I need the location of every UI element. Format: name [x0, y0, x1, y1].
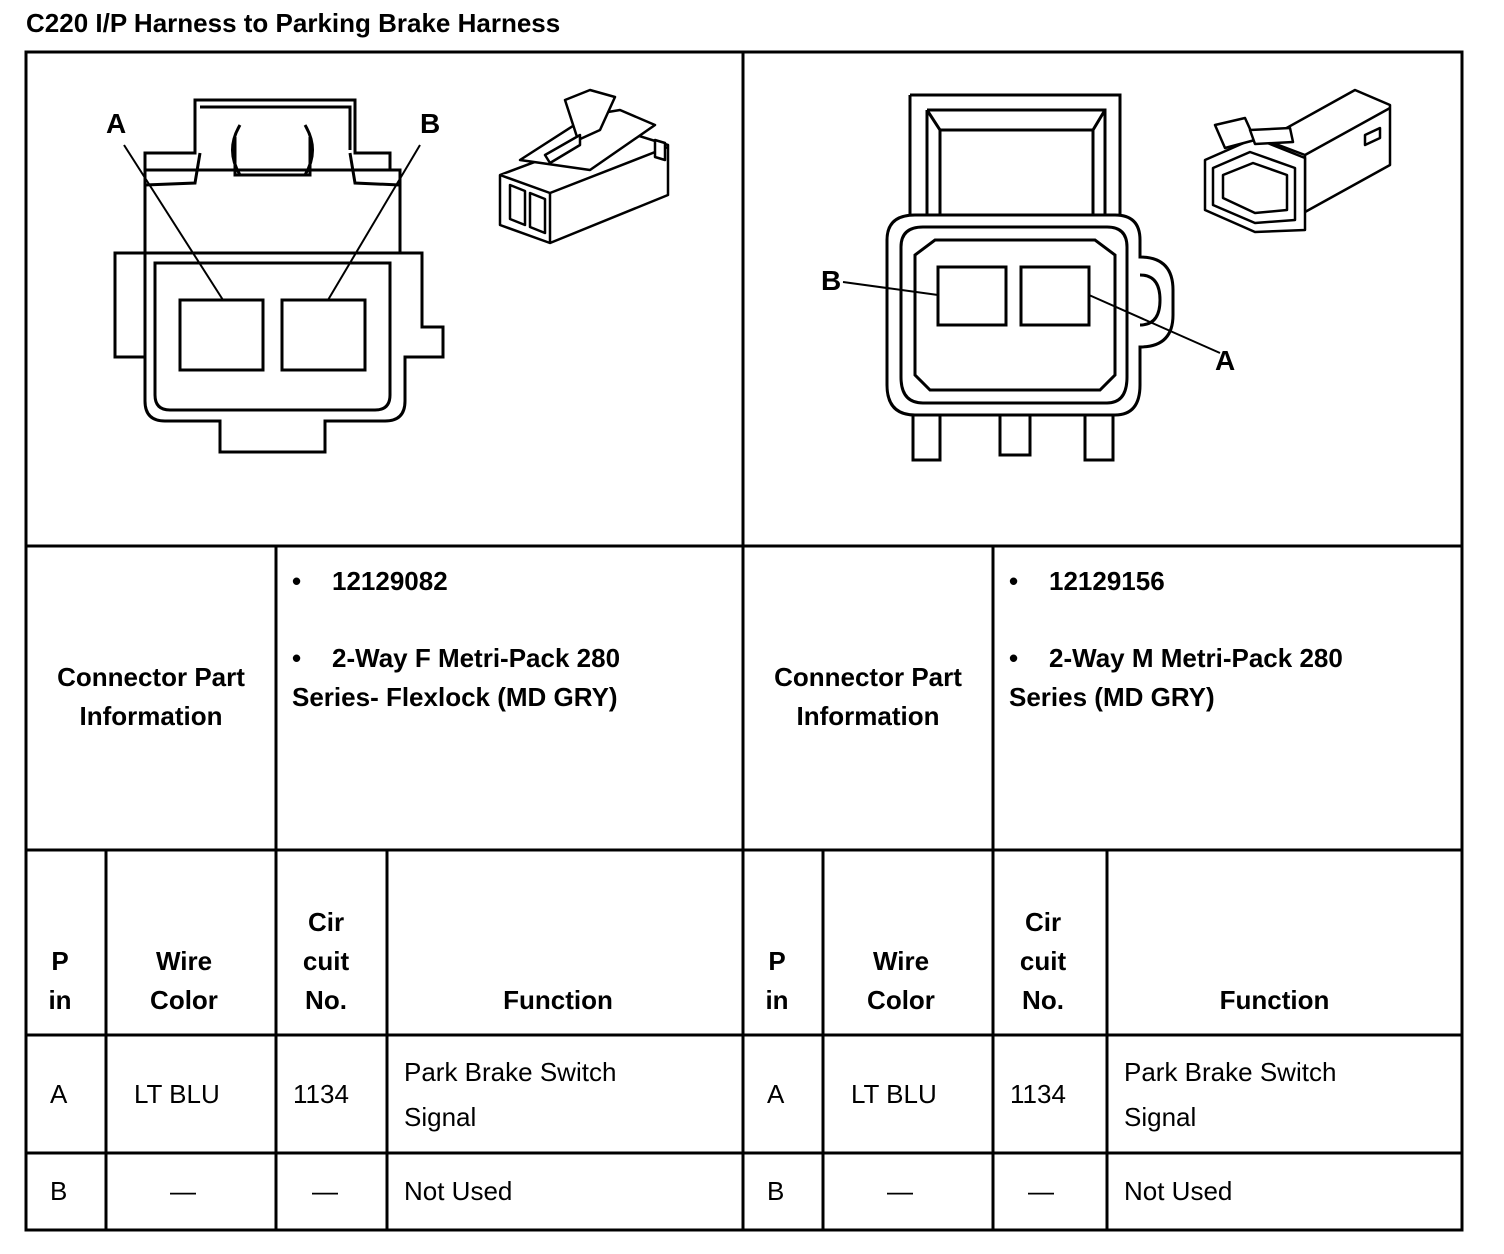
header-wire-color-right: Wire Color — [823, 942, 979, 1020]
header-pin-line1: P — [768, 946, 786, 976]
row-a-wire-right: LT BLU — [851, 1079, 937, 1109]
header-circuit-right: Cir cuit No. — [993, 903, 1093, 1020]
header-pin-line2: in — [765, 985, 789, 1015]
row-b-function-right: Not Used — [1124, 1176, 1233, 1206]
row-a-pin-right: A — [767, 1079, 785, 1109]
row-b-circuit-right: — — [1028, 1176, 1054, 1206]
header-circuit-line1: Cir — [307, 907, 345, 937]
header-pin-right: P in — [743, 942, 811, 1020]
bullet-icon: • — [1009, 643, 1019, 673]
row-b-function-left: Not Used — [404, 1176, 513, 1206]
pin-label-a-right: A — [1215, 345, 1235, 376]
header-wire-line2: Color — [867, 985, 935, 1015]
header-wire-color-left: Wire Color — [106, 942, 262, 1020]
connector-info-label-text-left: Connector Part Information — [57, 662, 245, 731]
row-a-circuit-left: 1134 — [293, 1079, 349, 1109]
page-title: C220 I/P Harness to Parking Brake Harnes… — [26, 8, 561, 38]
row-a-wire-left: LT BLU — [134, 1079, 220, 1109]
row-a-function-line1-left: Park Brake Switch — [404, 1057, 617, 1087]
header-wire-line1: Wire — [155, 946, 213, 976]
pin-label-b-left: B — [420, 108, 440, 139]
header-function-right: Function — [1219, 985, 1330, 1015]
bullet-icon: • — [292, 566, 302, 596]
part-number-text-right: 12129156 — [1049, 566, 1165, 596]
description-line1-left: • 2-Way F Metri-Pack 280 — [292, 639, 620, 678]
row-b-circuit-left: — — [312, 1176, 338, 1206]
header-circuit-line3: No. — [1022, 985, 1064, 1015]
bullet-icon: • — [292, 643, 302, 673]
description-line2-right: Series (MD GRY) — [1009, 682, 1215, 712]
row-a-function-line2-left: Signal — [404, 1102, 477, 1132]
row-a-circuit-right: 1134 — [1010, 1079, 1066, 1109]
row-b-wire-right: — — [887, 1176, 913, 1206]
connector-info-label-right: Connector Part Information — [743, 658, 993, 736]
header-pin-left: P in — [26, 942, 94, 1020]
connector-face-right: B A — [821, 93, 1235, 462]
description-text1-left: 2-Way F Metri-Pack 280 — [332, 643, 621, 673]
header-circuit-line1: Cir — [1024, 907, 1062, 937]
header-circuit-left: Cir cuit No. — [276, 903, 376, 1020]
header-circuit-line2: cuit — [302, 946, 350, 976]
connector-3d-icon-right — [1203, 88, 1392, 234]
row-a-function-line2-right: Signal — [1124, 1102, 1197, 1132]
row-a-pin-left: A — [50, 1079, 68, 1109]
pin-label-a-left: A — [106, 108, 126, 139]
header-wire-line1: Wire — [872, 946, 930, 976]
connector-info-label-text-right: Connector Part Information — [774, 662, 962, 731]
header-wire-line2: Color — [150, 985, 218, 1015]
bullet-icon: • — [1009, 566, 1019, 596]
pin-label-b-right: B — [821, 265, 841, 296]
part-number-text-left: 12129082 — [332, 566, 448, 596]
description-text1-right: 2-Way M Metri-Pack 280 — [1049, 643, 1343, 673]
row-b-wire-left: — — [170, 1176, 196, 1206]
row-b-pin-left: B — [50, 1176, 68, 1206]
description-line2-left: Series- Flexlock (MD GRY) — [292, 682, 618, 712]
header-circuit-line2: cuit — [1019, 946, 1067, 976]
connector-3d-icon-left — [498, 88, 670, 245]
row-a-function-line1-right: Park Brake Switch — [1124, 1057, 1337, 1087]
description-line1-right: • 2-Way M Metri-Pack 280 — [1009, 639, 1343, 678]
connector-info-label-left: Connector Part Information — [26, 658, 276, 736]
header-pin-line2: in — [48, 985, 72, 1015]
part-number-right: • 12129156 — [1009, 562, 1165, 601]
header-pin-line1: P — [51, 946, 69, 976]
part-number-left: • 12129082 — [292, 562, 448, 601]
row-b-pin-right: B — [767, 1176, 785, 1206]
header-function-left: Function — [503, 985, 613, 1015]
connector-face-left: A B — [106, 98, 445, 454]
header-circuit-line3: No. — [305, 985, 347, 1015]
